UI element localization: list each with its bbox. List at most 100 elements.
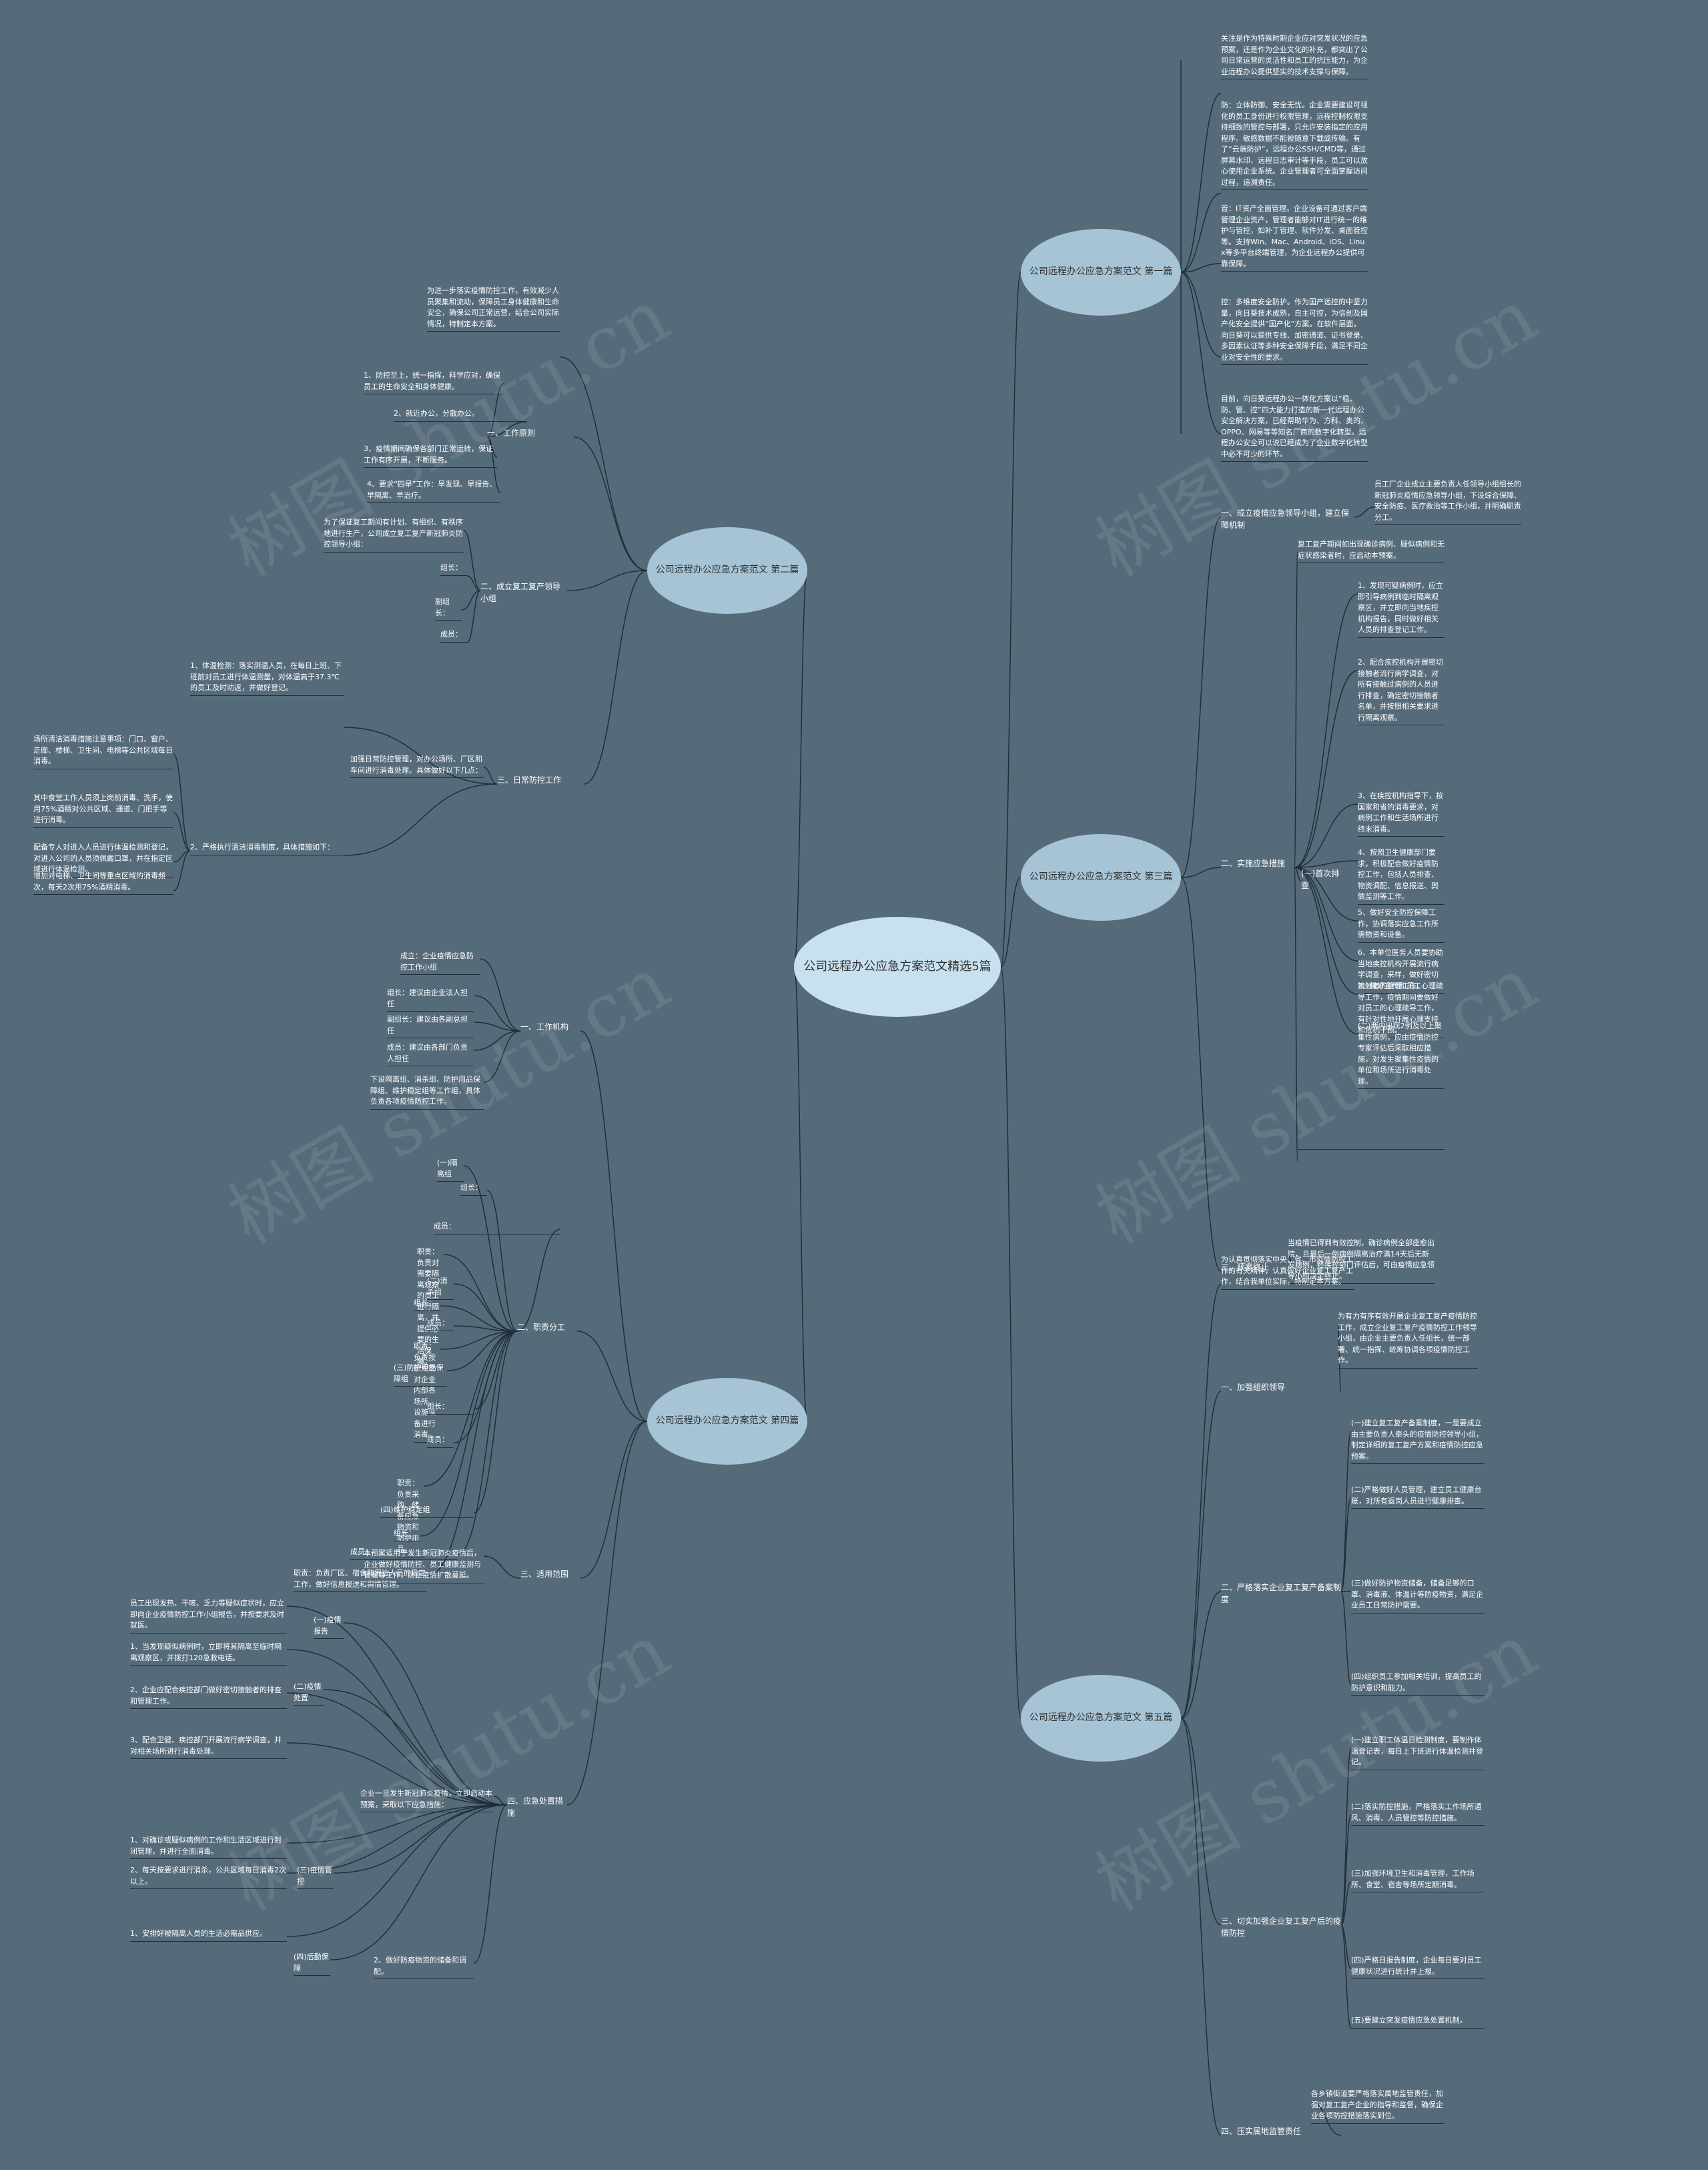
- connector: [463, 1165, 518, 1332]
- b4-leaf: 组长：: [414, 1298, 440, 1311]
- b2-sub-label: 二、成立复工复产领导小组: [480, 582, 561, 603]
- connector: [461, 590, 481, 611]
- connector: [453, 1283, 518, 1332]
- connector: [463, 530, 481, 591]
- connector: [1180, 1284, 1222, 1719]
- b5-sub-label: 一、加强组织领导: [1221, 1383, 1286, 1392]
- connector: [440, 1305, 518, 1332]
- b4-leaf: 成员：: [427, 1435, 454, 1448]
- connector: [440, 1331, 518, 1350]
- connector: [1340, 1431, 1352, 1592]
- connector: [473, 1022, 521, 1032]
- b4-leaf: 成员：: [427, 1318, 454, 1331]
- branch-b5[interactable]: 公司远程办公应急方案范文 第五篇: [1021, 1675, 1181, 1762]
- b5-leaf: (二)落实防控措施，严格落实工作场所通风、消毒、人员管控等防控措施。: [1351, 1802, 1484, 1826]
- b3-leaf: (二)两内出现2例及以上聚集性病例，应由疫情防控专家评估后采取相应措施，对发生聚…: [1358, 1021, 1444, 1089]
- connector: [486, 436, 501, 493]
- connector: [1294, 552, 1298, 868]
- connector: [516, 1228, 561, 1332]
- connector: [1294, 860, 1358, 868]
- b4-leaf: 企业一旦发生新冠肺炎疫情，立即启动本预案，采取以下应急措施：: [360, 1788, 494, 1812]
- connector: [560, 356, 648, 571]
- connector: [573, 436, 648, 571]
- connector: [583, 570, 648, 785]
- connector: [1000, 966, 1021, 1719]
- b5-leaf: 为有力有序有效开展企业复工复产疫情防控工作，成立企业复工复产疫情防控工作领导小组…: [1338, 1311, 1478, 1369]
- connector: [1294, 803, 1358, 868]
- connector: [1337, 1324, 1342, 1392]
- b4-leaf: 2、做好防疫物资的储备和调配。: [374, 1955, 474, 1979]
- connector: [1180, 1718, 1222, 1926]
- b5-leaf: 各乡镇街道要严格落实属地监管责任，加强对复工复产企业的指导和监督，确保企业各项防…: [1311, 2089, 1444, 2124]
- connector: [1180, 516, 1222, 878]
- b3-leaf: 5、做好安全防控保障工作，协调落实应急工作所需物资和设备。: [1358, 908, 1444, 943]
- branch-b1[interactable]: 公司远程办公应急方案范文 第一篇: [1021, 229, 1181, 316]
- connector: [423, 1331, 518, 1487]
- b4-leaf: 副组长：建议由各副总担任: [387, 1014, 474, 1038]
- connector: [1180, 193, 1222, 273]
- center-topic[interactable]: 公司远程办公应急方案范文精选5篇: [794, 917, 1001, 1017]
- branch-b3[interactable]: 公司远程办公应急方案范文 第三篇: [1021, 834, 1181, 921]
- connector: [1180, 1591, 1222, 1719]
- connector: [453, 1325, 518, 1332]
- connector: [576, 1331, 648, 1422]
- branch-b4[interactable]: 公司远程办公应急方案范文 第四篇: [647, 1378, 807, 1465]
- connector: [1340, 1881, 1352, 1926]
- b2-left-item: 其中食堂工作人员须上岗前消毒、洗手，使用75%酒精对公共区域、通道、门把手等进行…: [33, 793, 173, 828]
- b3-leaf: 2、配合疾控机构开展密切接触者流行病学调查，对所有接触过病例的人员进行排查，确定…: [1358, 657, 1444, 725]
- b2-leaf: 成员：: [440, 629, 467, 643]
- b2-leaf: 1、防控至上，统一指挥，科学应对，确保员工的生命安全和身体健康。: [364, 370, 504, 394]
- connector: [483, 1555, 521, 1579]
- b3-sub-label: 三、预案终止: [1221, 1262, 1270, 1272]
- connector: [1180, 272, 1222, 434]
- b4-leaf: 下设隔离组、消杀组、防护用品保障组、维护稳定组等工作组，具体负责各项疫情防控工作…: [370, 1074, 484, 1110]
- b4-leaf: 职责：负责采购、储备应急物资和防护用品。: [397, 1478, 424, 1557]
- connector: [286, 1804, 508, 1874]
- b4-leaf: 组长：: [394, 1528, 420, 1541]
- b4-leaf: 组长：: [460, 1182, 487, 1196]
- b2-sub-label: 一、工作原则: [487, 428, 536, 438]
- b4-leaf: 组长：建议由企业法人担任: [387, 988, 474, 1012]
- b2-leaf: 副组长：: [435, 597, 462, 621]
- b1-item: 目前，向日葵远程办公一体化方案以“稳、防、管、控”四大能力打造的新一代远程办公安…: [1221, 394, 1368, 462]
- connector: [1294, 867, 1358, 962]
- connector: [473, 1331, 518, 1513]
- b2-leaf: 2、就近办公，分散办公。: [394, 408, 527, 422]
- connector: [486, 383, 504, 438]
- b4-leaf: (四)后勤保障: [294, 1952, 330, 1976]
- connector: [486, 1190, 518, 1332]
- b4-leaf: 本预案适用于发生新冠肺炎疫情后，企业做好疫情防控、员工健康监测与管理等工作，防止…: [364, 1548, 484, 1583]
- b4-leaf: 成员：: [434, 1221, 560, 1234]
- connector: [426, 1331, 518, 1577]
- connector: [566, 570, 648, 591]
- b3-leaf: (一)首次排查: [1301, 869, 1340, 890]
- connector: [1000, 272, 1021, 968]
- connector: [420, 1331, 518, 1537]
- b2-leaf: 组长：: [440, 563, 467, 576]
- b4-sub-label: 一、工作机构: [520, 1022, 569, 1032]
- b4-sub-label: 四、应急处置措施: [507, 1796, 564, 1818]
- connector: [1287, 1254, 1295, 1272]
- b3-leaf: [1298, 1148, 1444, 1150]
- connector: [286, 1804, 508, 1844]
- connector: [343, 783, 498, 856]
- b1-item: 关注是作为特殊时期企业应对突发状况的应急预案，还是作为企业文化的补充，都突出了公…: [1221, 33, 1368, 79]
- connector: [286, 1605, 508, 1806]
- b4-leaf: 1、对确诊或疑似病例的工作和生活区域进行封闭管理，并进行全面消毒。: [130, 1835, 287, 1859]
- connector: [173, 850, 191, 891]
- connector: [1294, 670, 1358, 868]
- b4-leaf: 1、安排好被隔离人员的生活必需品供应。: [130, 1928, 287, 1942]
- connector: [173, 812, 191, 851]
- b2-left-item: 增加对电梯、卫生间等重点区域的消毒频次，每天2次用75%酒精消毒。: [33, 871, 173, 895]
- connector: [486, 421, 528, 438]
- connector: [1180, 263, 1222, 273]
- branch-b2[interactable]: 公司远程办公应急方案范文 第二篇: [647, 527, 807, 614]
- connector: [1340, 1497, 1352, 1592]
- connector: [456, 1331, 518, 1555]
- connector: [483, 1030, 521, 1083]
- connector: [343, 727, 498, 785]
- b2-intro: 为进一步落实疫情防控工作，有效减少人员聚集和流动，保障员工身体健康和生命安全，确…: [427, 286, 560, 332]
- b2-leaf: 3、疫情期间确保各部门正常运转，保证工作有序开展，不断服务。: [364, 444, 497, 468]
- b4-leaf: 1、当发现疑似病例时，立即将其隔离至临时隔离观察区，并拨打120急救电话。: [130, 1642, 287, 1666]
